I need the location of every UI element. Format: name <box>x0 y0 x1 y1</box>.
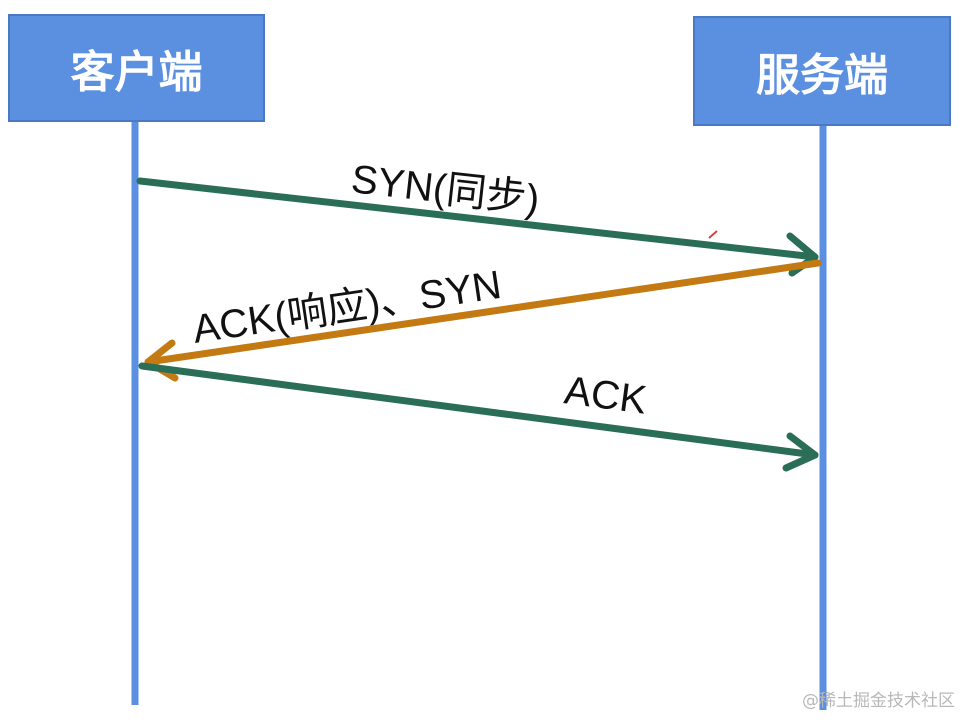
message-ack: ACK <box>138 362 819 472</box>
stray-mark <box>708 230 718 239</box>
message-ack-syn-label: ACK(响应)、SYN <box>190 263 504 352</box>
message-ack-label: ACK <box>562 368 650 422</box>
message-syn: SYN(同步) <box>136 157 819 277</box>
client-label: 客户端 <box>70 47 203 98</box>
client-box: 客户端 <box>8 14 265 122</box>
server-label: 服务端 <box>756 50 888 101</box>
watermark: @稀土掘金技术社区 <box>802 691 955 711</box>
message-ack-syn: ACK(响应)、SYN <box>144 259 822 382</box>
server-box: 服务端 <box>693 16 951 126</box>
